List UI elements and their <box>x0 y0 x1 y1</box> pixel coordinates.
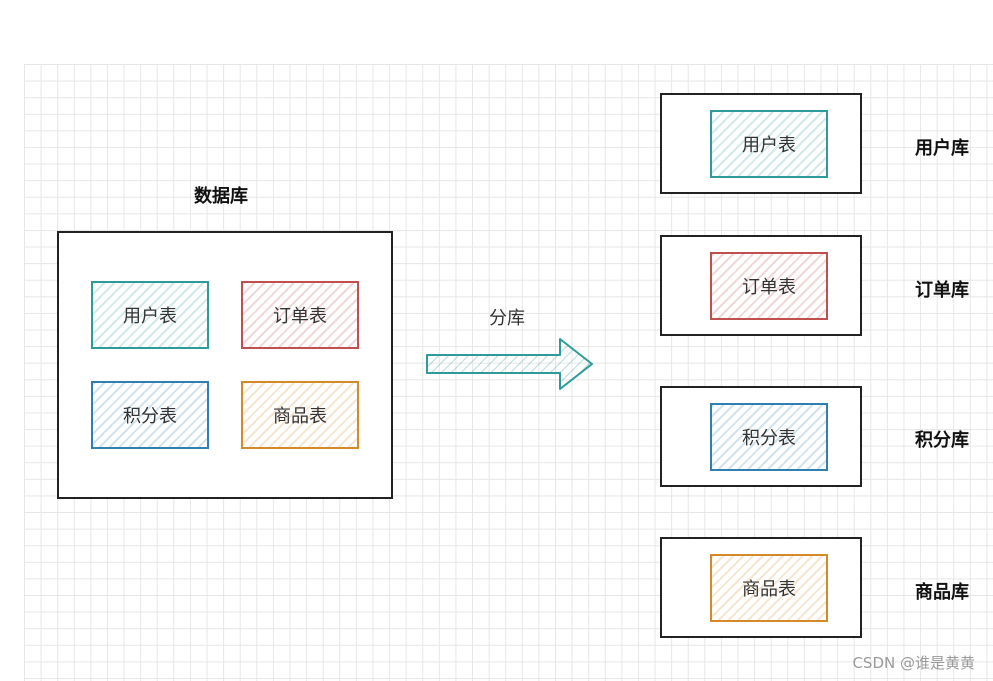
target-db-label-products: 商品库 <box>915 582 969 603</box>
target-table-orders: 订单表 <box>710 252 828 320</box>
target-db-label-users: 用户库 <box>915 138 969 159</box>
target-table-users: 用户表 <box>710 110 828 178</box>
arrow-label: 分库 <box>489 308 525 329</box>
split-arrow <box>426 338 593 390</box>
target-table-points: 积分表 <box>710 403 828 471</box>
source-table-points: 积分表 <box>91 381 209 449</box>
source-table-orders: 订单表 <box>241 281 359 349</box>
target-table-products: 商品表 <box>710 554 828 622</box>
source-db-box <box>57 231 393 499</box>
target-db-label-points: 积分库 <box>915 430 969 451</box>
source-db-title: 数据库 <box>194 186 248 207</box>
watermark: CSDN @谁是黄黄 <box>852 654 975 672</box>
source-table-products: 商品表 <box>241 381 359 449</box>
target-db-label-orders: 订单库 <box>915 280 969 301</box>
source-table-users: 用户表 <box>91 281 209 349</box>
